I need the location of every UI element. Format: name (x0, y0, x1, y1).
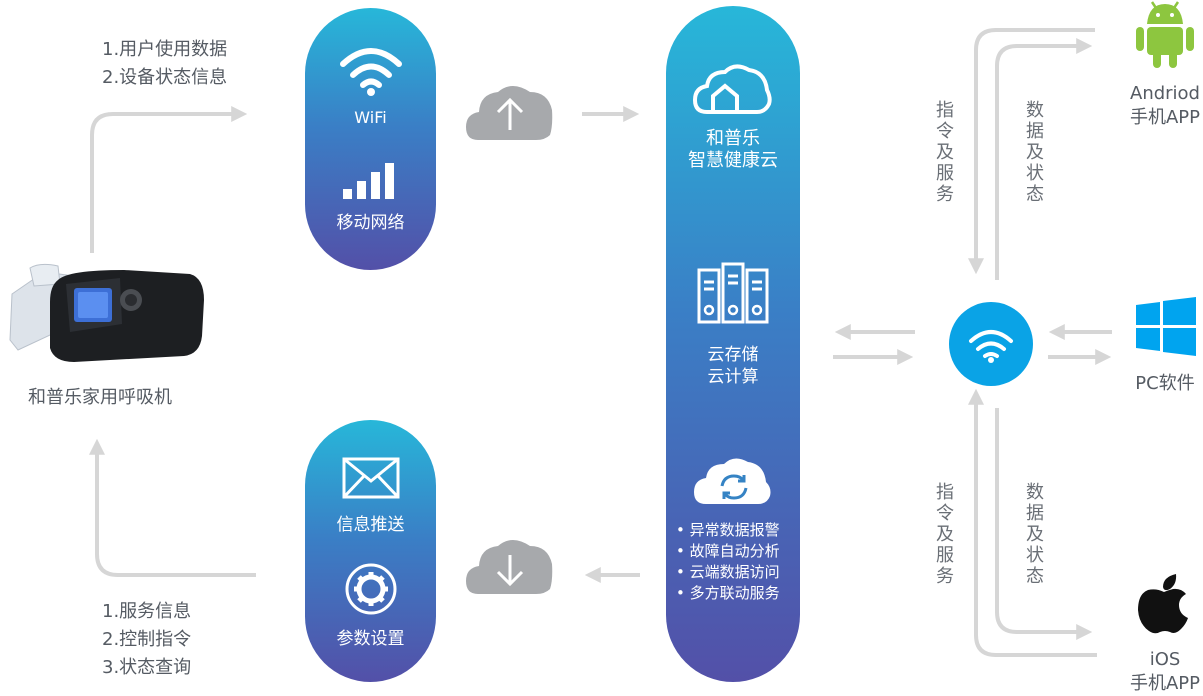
downlink-connector (89, 438, 256, 577)
wifi-label: WiFi (354, 108, 387, 127)
android-label-line2: 手机APP (1129, 107, 1201, 128)
uplink-connector (90, 106, 248, 253)
hub-wifi-icon (969, 330, 1013, 363)
cloud-storage-line2: 云计算 (707, 367, 759, 387)
android-icon (1136, 1, 1194, 68)
cloud-platform-pill (666, 6, 800, 682)
windows-icon (1136, 297, 1196, 356)
cloud-home-icon (693, 64, 772, 114)
settings-label: 参数设置 (336, 629, 405, 649)
server-icon (697, 262, 769, 324)
android-to-hub-arrow (968, 28, 1095, 275)
device-label: 和普乐家用呼吸机 (28, 387, 172, 408)
cloud-storage-text: 云存储 云计算 (666, 344, 800, 388)
bottom-data-label: 数据及状态 (1026, 482, 1044, 587)
envelope-icon (342, 457, 400, 499)
cloud-feature-item: • 异常数据报警 (676, 521, 780, 539)
cloud-storage-line1: 云存储 (707, 345, 759, 365)
pc-label: PC软件 (1135, 373, 1195, 394)
apple-icon (1138, 574, 1188, 634)
uplink-info-list: 1.用户使用数据 2.设备状态信息 (102, 36, 227, 92)
downlink-info-item: 1.服务信息 (102, 601, 192, 622)
top-commands-label: 指令及服务 (936, 100, 954, 205)
cloud-title: 和普乐 智慧健康云 (666, 128, 800, 172)
uplink-info-item: 2.设备状态信息 (102, 67, 228, 88)
mobile-network-label: 移动网络 (336, 213, 405, 233)
bottom-commands-label: 指令及服务 (936, 482, 954, 587)
top-data-label: 数据及状态 (1026, 100, 1044, 205)
cloud-sync-icon (694, 458, 771, 504)
android-label-line1: Andriod (1130, 83, 1200, 104)
downlink-info-list: 1.服务信息 2.控制指令 3.状态查询 (102, 598, 191, 682)
ios-label-line2: 手机APP (1129, 673, 1201, 694)
cloud-feature-list: • 异常数据报警 • 故障自动分析 • 云端数据访问 • 多方联动服务 (676, 520, 800, 604)
cloud-feature-item: • 云端数据访问 (676, 563, 780, 581)
ventilator-device-image (9, 263, 204, 362)
android-label: Andriod 手机APP (1117, 82, 1203, 130)
ios-to-hub-arrow (968, 388, 1097, 657)
ios-label: iOS 手机APP (1117, 648, 1203, 696)
hub-to-ios-arrow (995, 408, 1093, 640)
cloud-title-line2: 智慧健康云 (688, 150, 778, 171)
wifi-icon (340, 48, 402, 96)
cloud-title-line1: 和普乐 (706, 128, 760, 149)
push-label: 信息推送 (336, 515, 405, 535)
hub-to-android-arrow (995, 38, 1093, 280)
downlink-info-item: 2.控制指令 (102, 629, 192, 650)
ios-label-line1: iOS (1149, 649, 1181, 670)
services-pill (305, 420, 436, 682)
download-cloud-icon (466, 540, 553, 594)
upload-cloud-icon (466, 86, 553, 140)
cloud-feature-item: • 故障自动分析 (676, 542, 780, 560)
cloud-feature-item: • 多方联动服务 (676, 584, 780, 602)
signal-bars-icon (343, 163, 394, 199)
uplink-info-item: 1.用户使用数据 (102, 39, 228, 60)
gear-icon (345, 563, 397, 615)
downlink-info-item: 3.状态查询 (102, 657, 192, 678)
